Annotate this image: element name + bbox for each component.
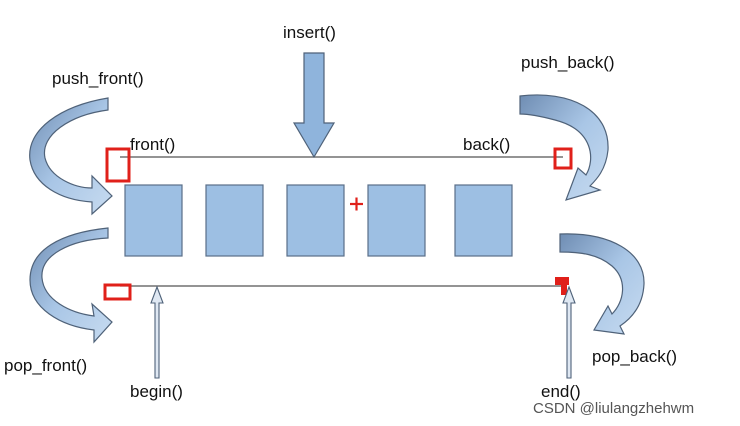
push-front-label: push_front() (52, 69, 144, 88)
begin-label: begin() (130, 382, 183, 401)
end-arrow-icon (562, 285, 576, 379)
cursor-plus-icon (350, 197, 363, 211)
push-front-arrow-icon (29, 97, 113, 216)
back-marker (553, 147, 573, 170)
end-marker (555, 277, 569, 295)
front-label: front() (130, 135, 176, 154)
begin-arrow-icon (150, 285, 164, 379)
push-back-arrow-icon (519, 94, 609, 201)
element-box-2 (205, 184, 264, 257)
insert-arrow-icon (292, 52, 336, 159)
pop-front-label: pop_front() (4, 356, 88, 375)
element-box-3 (286, 184, 345, 257)
begin-marker (103, 283, 132, 301)
insert-label: insert() (283, 23, 336, 42)
watermark-text: CSDN @liulangzhehwm (533, 400, 695, 417)
pop-back-arrow-icon (559, 233, 645, 335)
element-box-4 (367, 184, 426, 257)
push-back-label: push_back() (521, 53, 615, 72)
element-box-1 (124, 184, 183, 257)
front-marker (105, 147, 131, 183)
pop-back-label: pop_back() (592, 347, 678, 366)
pop-front-arrow-icon (29, 227, 113, 344)
element-box-5 (454, 184, 513, 257)
end-label: end() (541, 382, 581, 401)
back-label: back() (463, 135, 511, 154)
